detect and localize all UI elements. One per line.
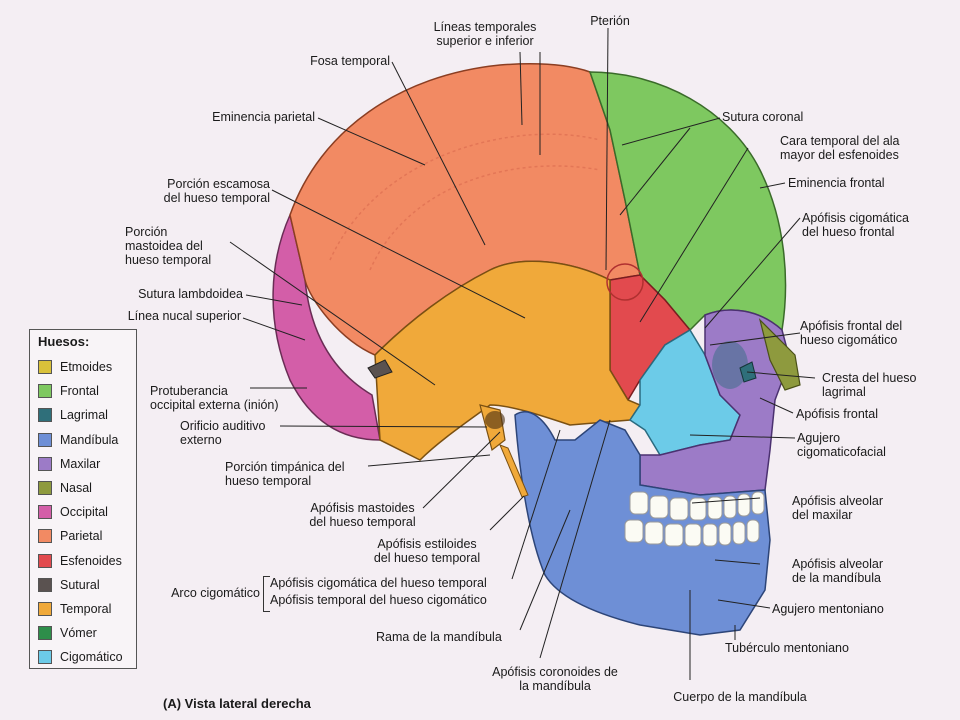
label-apofisis-frontal: Apófisis frontal bbox=[796, 407, 878, 421]
label-cresta-lagrimal: Cresta del hueso lagrimal bbox=[822, 371, 917, 399]
label-agujero-cig: Agujero cigomaticofacial bbox=[797, 431, 886, 459]
legend-label: Temporal bbox=[60, 602, 112, 616]
label-apofisis-frontal-cig: Apófisis frontal del hueso cigomático bbox=[800, 319, 903, 347]
label-apofisis-coronoides: Apófisis coronoides de la mandíbula bbox=[492, 665, 618, 693]
legend-title: Huesos: bbox=[38, 334, 90, 349]
legend-item: Occipital bbox=[38, 503, 108, 521]
label-pterion: Pterión bbox=[590, 14, 630, 28]
label-porcion-timpanica: Porción timpánica del hueso temporal bbox=[225, 460, 345, 488]
label-apofisis-cig-frontal: Apófisis cigomática del hueso frontal bbox=[802, 211, 909, 239]
teeth bbox=[624, 491, 765, 547]
legend-label: Vómer bbox=[60, 626, 97, 641]
legend-label: Esfenoides bbox=[60, 553, 122, 568]
label-porcion-escamosa: Porción escamosa del hueso temporal bbox=[163, 177, 270, 205]
legend-swatch bbox=[38, 553, 52, 568]
temporal-lines bbox=[329, 133, 601, 261]
ear-canal bbox=[485, 411, 505, 429]
temporal-bone bbox=[374, 260, 642, 461]
label-apofisis-alv-mand: Apófisis alveolar de la mandíbula bbox=[792, 557, 884, 585]
orbit bbox=[712, 341, 748, 389]
legend-swatch bbox=[38, 481, 52, 495]
arco-bracket bbox=[263, 576, 270, 612]
legend-label: Maxilar bbox=[60, 456, 101, 471]
label-eminencia-parietal: Eminencia parietal bbox=[212, 110, 315, 124]
sutural-bone bbox=[367, 359, 393, 379]
legend-item: Maxilar bbox=[38, 455, 100, 473]
label-tuberculo-mentoniano: Tubérculo mentoniano bbox=[725, 641, 849, 655]
legend-label: Parietal bbox=[60, 529, 103, 544]
label-apofisis-mastoides: Apófisis mastoides del hueso temporal bbox=[309, 501, 416, 529]
legend-item: Nasal bbox=[38, 479, 92, 497]
styloid-process bbox=[499, 444, 529, 498]
label-lineas-temporales: Líneas temporales superior e inferior bbox=[433, 20, 537, 48]
label-porcion-mastoidea: Porción mastoidea del hueso temporal bbox=[125, 225, 212, 267]
label-protuberancia: Protuberancia occipital externa (inión) bbox=[150, 384, 279, 412]
legend-swatch bbox=[38, 456, 52, 471]
legend-item: Lagrimal bbox=[38, 406, 108, 424]
legend-swatch bbox=[38, 408, 52, 423]
label-arco-cigomatico: Arco cigomático bbox=[171, 586, 260, 600]
label-rama-mandibula: Rama de la mandíbula bbox=[376, 630, 502, 644]
figure-caption: (A) Vista lateral derecha bbox=[163, 696, 311, 711]
legend-item: Etmoides bbox=[38, 358, 112, 376]
legend-swatch bbox=[38, 577, 52, 592]
occipital-bone bbox=[272, 212, 381, 441]
label-orificio-auditivo: Orificio auditivo externo bbox=[180, 419, 266, 447]
label-agujero-mentoniano: Agujero mentoniano bbox=[772, 602, 884, 616]
label-apofisis-alv-max: Apófisis alveolar del maxilar bbox=[792, 494, 884, 522]
label-sutura-coronal: Sutura coronal bbox=[722, 110, 804, 124]
legend-item: Esfenoides bbox=[38, 552, 122, 570]
legend-swatch bbox=[38, 650, 52, 665]
label-eminencia-frontal: Eminencia frontal bbox=[788, 176, 885, 190]
label-cara-temporal: Cara temporal del ala mayor del esfenoid… bbox=[780, 134, 900, 162]
label-apofisis-estiloides: Apófisis estiloides del hueso temporal bbox=[373, 537, 481, 565]
legend-label: Nasal bbox=[60, 481, 92, 495]
legend-item: Mandíbula bbox=[38, 431, 118, 449]
label-arco-1: Apófisis cigomática del hueso temporal bbox=[270, 576, 487, 590]
legend-label: Mandíbula bbox=[60, 432, 119, 447]
legend-item: Vómer bbox=[38, 624, 97, 642]
label-cuerpo-mandibula: Cuerpo de la mandíbula bbox=[673, 690, 807, 704]
legend-label: Etmoides bbox=[60, 360, 113, 374]
legend-item: Sutural bbox=[38, 576, 100, 594]
label-fosa-temporal: Fosa temporal bbox=[310, 54, 390, 68]
legend-swatch bbox=[38, 384, 52, 399]
legend-item: Cigomático bbox=[38, 648, 123, 666]
legend-swatch bbox=[38, 529, 52, 544]
legend-swatch bbox=[38, 602, 52, 616]
legend-swatch bbox=[38, 432, 52, 447]
legend-label: Cigomático bbox=[60, 650, 123, 665]
legend-label: Lagrimal bbox=[60, 408, 108, 423]
legend-item: Temporal bbox=[38, 600, 111, 618]
legend-label: Sutural bbox=[60, 577, 100, 592]
legend-label: Occipital bbox=[60, 505, 108, 520]
legend-swatch bbox=[38, 360, 52, 374]
legend-item: Parietal bbox=[38, 527, 102, 545]
legend-swatch bbox=[38, 626, 52, 641]
legend-label: Frontal bbox=[60, 384, 99, 399]
leader-lines bbox=[229, 27, 816, 680]
legend-item: Frontal bbox=[38, 382, 99, 400]
label-arco-2: Apófisis temporal del hueso cigomático bbox=[270, 593, 487, 607]
legend-swatch bbox=[38, 505, 52, 520]
label-linea-nucal: Línea nucal superior bbox=[127, 309, 241, 323]
label-sutura-lambdoidea: Sutura lambdoidea bbox=[138, 287, 243, 301]
pterion-ring bbox=[606, 263, 644, 301]
